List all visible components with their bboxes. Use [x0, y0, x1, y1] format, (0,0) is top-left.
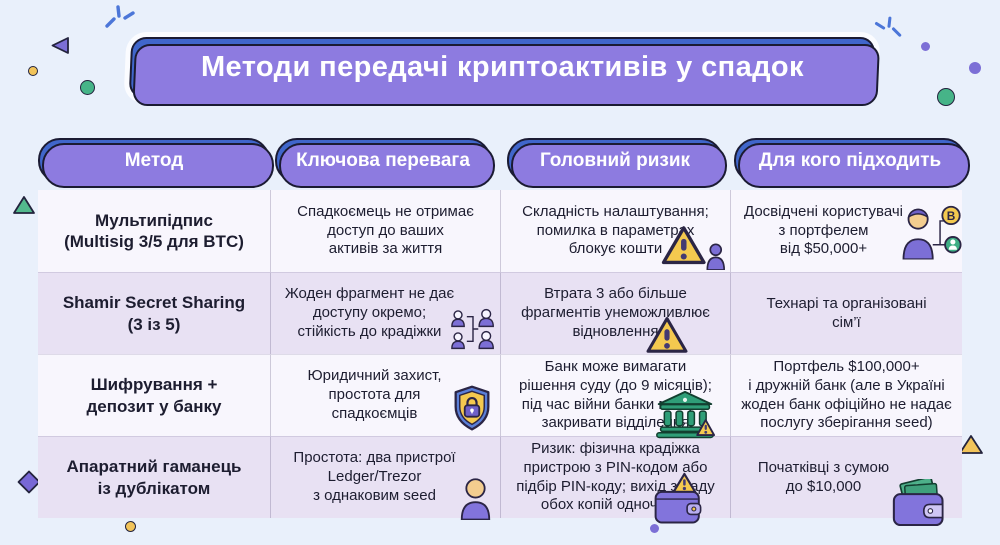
purple-diamond-shape	[17, 470, 41, 494]
advantage-text: Жоден фрагмент не дає доступу окремо; ст…	[284, 285, 455, 340]
experienced-user-bitcoin-icon: B	[902, 205, 962, 260]
risk-text: Складність налаштування; помилка в парам…	[522, 202, 709, 258]
svg-text:B: B	[947, 209, 956, 223]
column-header-label: Для кого підходить	[758, 149, 942, 171]
advantage-text: Простота: два пристрої Ledger/Trezor з о…	[293, 449, 456, 504]
cell-advantage: Жоден фрагмент не дає доступу окремо; ст…	[270, 272, 500, 354]
column-header-advantage: Ключова перевага	[275, 138, 491, 183]
who-text: Портфель $100,000+ і дружній банк (але в…	[741, 357, 952, 432]
purple-triangle-shape	[51, 37, 69, 54]
green-triangle-shape	[13, 196, 35, 214]
sparkle-icon	[874, 16, 902, 37]
column-header-label: Головний ризик	[539, 149, 691, 171]
cell-advantage: Спадкоємець не отримає доступ до ваших а…	[270, 190, 500, 272]
wallet-money-icon	[892, 479, 944, 527]
yellow-triangle-shape	[959, 435, 983, 454]
who-text: Досвідчені користувачі з портфелем від $…	[744, 202, 903, 258]
method-text: Shamir Secret Sharing (3 із 5)	[62, 293, 246, 334]
purple-dot-shape	[921, 42, 930, 51]
cell-who: Досвідчені користувачі з портфелем від $…	[730, 190, 962, 272]
sparkle-icon	[105, 5, 135, 28]
bank-warning-icon	[656, 390, 716, 439]
cell-risk: Банк може вимагати рішення суду (до 9 мі…	[500, 354, 730, 439]
title-banner: Методи передачі криптоактивів у спадок	[128, 37, 876, 98]
column-header-method: Метод	[38, 138, 270, 183]
who-text: Технарі та організовані сім’ї	[766, 294, 927, 331]
cell-risk: Складність налаштування; помилка в парам…	[500, 190, 730, 272]
person-icon	[460, 478, 491, 520]
who-text: Початківці з сумою до $10,000	[757, 458, 890, 495]
wallet-warning-icon	[654, 472, 702, 524]
yellow-dot-shape	[28, 66, 38, 76]
people-group-icon	[451, 308, 494, 350]
column-header-who: Для кого підходить	[734, 138, 966, 183]
cell-risk: Втрата 3 або більше фрагментів унеможлив…	[500, 272, 730, 354]
cell-risk: Ризик: фізична крадіжка пристрою з PIN-к…	[500, 436, 730, 524]
cell-who: Початківці з сумою до $10,000	[730, 436, 962, 527]
method-text: Шифрування + депозит у банку	[86, 375, 222, 416]
green-dot-shape	[80, 80, 95, 95]
cell-advantage: Простота: два пристрої Ledger/Trezor з о…	[270, 436, 500, 520]
warning-triangle-person-icon	[661, 226, 726, 270]
risk-text: Втрата 3 або більше фрагментів унеможлив…	[521, 285, 710, 340]
cell-who: Технарі та організовані сім’ї	[730, 272, 962, 354]
column-header-risk: Головний ризик	[507, 138, 723, 183]
warning-triangle-icon	[646, 317, 688, 353]
advantage-text: Спадкоємець не отримає доступ до ваших а…	[297, 202, 474, 258]
cell-who: Портфель $100,000+ і дружній банк (але в…	[730, 354, 962, 436]
page-title: Методи передачі криптоактивів у спадок	[200, 51, 804, 83]
column-header-label: Метод	[124, 149, 184, 171]
cell-method: Апаратний гаманець із дублікатом	[38, 436, 270, 518]
purple-dot-shape	[969, 62, 981, 74]
cell-advantage: Юридичний захист, простота для спадкоємц…	[270, 354, 500, 436]
shield-lock-icon	[454, 385, 490, 431]
cell-method: Мультипідпис (Multisig 3/5 для BTC)	[38, 190, 270, 272]
advantage-text: Юридичний захист, простота для спадкоємц…	[307, 367, 442, 422]
yellow-dot-shape	[125, 521, 136, 532]
comparison-table: Мультипідпис (Multisig 3/5 для BTC) Спад…	[38, 190, 962, 527]
green-dot-shape	[937, 88, 955, 106]
method-text: Мультипідпис (Multisig 3/5 для BTC)	[64, 210, 244, 251]
column-header-label: Ключова перевага	[296, 149, 470, 171]
cell-method: Shamir Secret Sharing (3 із 5)	[38, 272, 270, 354]
method-text: Апаратний гаманець із дублікатом	[66, 457, 242, 498]
cell-method: Шифрування + депозит у банку	[38, 354, 270, 436]
purple-dot-shape	[650, 524, 659, 533]
